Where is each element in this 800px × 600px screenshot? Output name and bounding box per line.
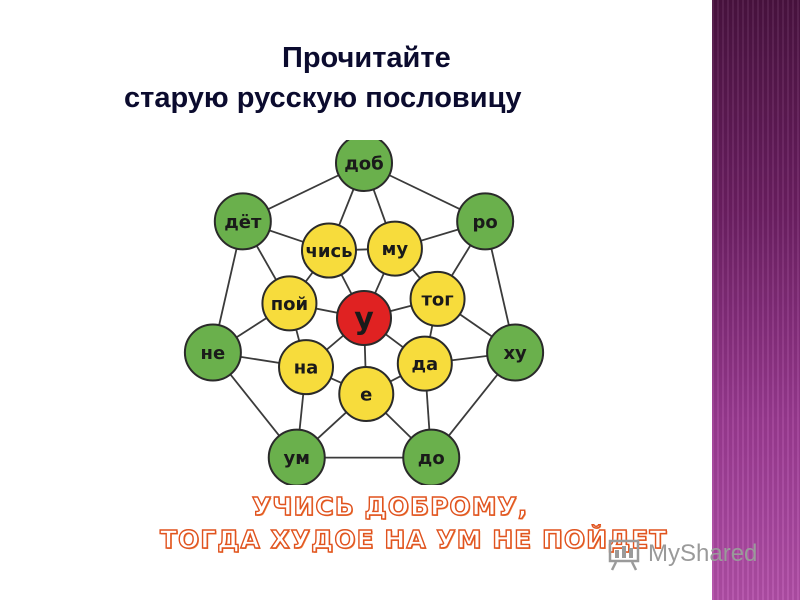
slide-title: Прочитайте старую русскую пословицу xyxy=(0,38,712,118)
decorative-side-bar xyxy=(712,0,800,600)
puzzle-nodes: доб ро ху до ум не дёт му тог да е на пой чись у xyxy=(183,140,545,485)
outer-syllable-node: не xyxy=(183,323,242,382)
node-circle xyxy=(278,339,335,396)
node-circle xyxy=(300,222,357,279)
node-label: пой xyxy=(271,294,308,315)
outer-syllable-node: доб xyxy=(335,140,393,192)
node-circle xyxy=(213,192,272,251)
node-circle xyxy=(396,335,453,392)
node-label: доб xyxy=(344,154,383,175)
node-circle xyxy=(338,365,395,422)
node-label: да xyxy=(411,354,438,375)
watermark-text: MyShared xyxy=(648,540,758,567)
node-label: дёт xyxy=(224,212,262,233)
node-label: до xyxy=(418,448,445,469)
outer-syllable-node: ум xyxy=(267,428,326,485)
outer-syllable-node: дёт xyxy=(213,192,272,251)
node-label: на xyxy=(294,358,319,379)
title-line-2: старую русскую пословицу xyxy=(124,82,522,114)
inner-syllable-node: му xyxy=(366,220,423,277)
center-letter-node: у xyxy=(336,290,392,346)
node-circle xyxy=(183,323,242,382)
node-circle xyxy=(336,290,392,346)
title-line-1: Прочитайте xyxy=(282,42,451,74)
outer-syllable-node: ро xyxy=(456,192,515,251)
node-label: му xyxy=(382,239,409,260)
node-label: у xyxy=(354,302,374,337)
inner-syllable-node: тог xyxy=(409,270,466,327)
node-circle xyxy=(261,275,318,332)
answer-line-1: УЧИСЬ ДОБРОМУ, xyxy=(251,491,529,521)
inner-syllable-node: да xyxy=(396,335,453,392)
node-label: тог xyxy=(421,289,453,310)
answer-line-2: ТОГДА ХУДОЕ НА УМ НЕ ПОЙДЕТ xyxy=(159,524,668,554)
node-circle xyxy=(409,270,466,327)
outer-syllable-node: до xyxy=(402,428,461,485)
node-label: ро xyxy=(473,212,498,233)
node-circle xyxy=(456,192,515,251)
node-label: ум xyxy=(284,448,310,469)
node-circle xyxy=(335,140,393,192)
node-circle xyxy=(267,428,326,485)
proverb-puzzle-diagram: доб ро ху до ум не дёт му тог да е на пой чись у xyxy=(183,140,545,485)
node-label: е xyxy=(360,384,372,405)
inner-syllable-node: пой xyxy=(261,275,318,332)
node-label: ху xyxy=(503,343,527,364)
node-circle xyxy=(486,323,545,382)
node-circle xyxy=(402,428,461,485)
presentation-board-icon xyxy=(608,539,640,571)
inner-syllable-node: чись xyxy=(300,222,357,279)
inner-syllable-node: на xyxy=(278,339,335,396)
inner-syllable-node: е xyxy=(338,365,395,422)
node-circle xyxy=(366,220,423,277)
node-label: не xyxy=(201,343,226,364)
proverb-answer: УЧИСЬ ДОБРОМУ, ТОГДА ХУДОЕ НА УМ НЕ ПОЙД… xyxy=(0,490,712,556)
outer-syllable-node: ху xyxy=(486,323,545,382)
node-label: чись xyxy=(305,241,352,262)
watermark: MyShared xyxy=(606,536,757,572)
